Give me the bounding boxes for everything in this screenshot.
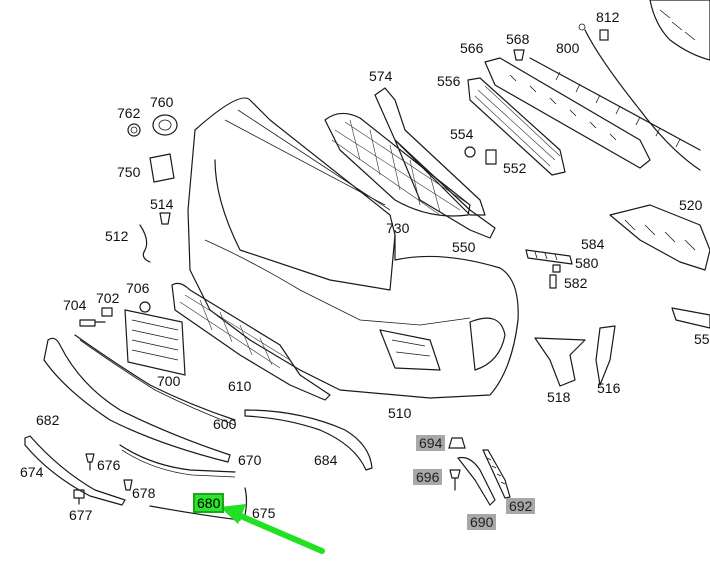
label-554: 554 [450, 126, 474, 142]
label-670: 670 [238, 452, 262, 468]
label-730: 730 [386, 220, 410, 236]
part-682-spoiler [43, 337, 231, 463]
part-554-nut [464, 146, 476, 158]
label-762: 762 [117, 105, 141, 121]
part-692-trim [482, 449, 511, 499]
part-582-bolt [549, 274, 557, 289]
label-574: 574 [369, 68, 393, 84]
label-552: 552 [503, 160, 527, 176]
label-520: 520 [679, 197, 703, 213]
part-610-lower-grille [171, 282, 331, 401]
label-677: 677 [69, 507, 93, 523]
label-690: 690 [467, 514, 497, 530]
label-680[interactable]: 680 [192, 493, 225, 513]
label-682: 682 [36, 412, 60, 428]
part-670-strip [119, 444, 236, 478]
part-518-trim [534, 337, 586, 387]
label-684: 684 [314, 452, 338, 468]
label-700: 700 [157, 373, 181, 389]
label-812: 812 [596, 9, 620, 25]
label-692: 692 [506, 498, 536, 514]
part-516-trim [595, 325, 616, 386]
label-706: 706 [126, 280, 150, 296]
label-514: 514 [150, 196, 174, 212]
label-512: 512 [105, 228, 129, 244]
part-676-bolt [85, 453, 95, 471]
part-675-strip [244, 487, 248, 516]
part-top-right-bracket [649, 0, 710, 61]
part-677-clip [73, 489, 85, 505]
part-706-clip [139, 301, 151, 313]
part-700-plate [124, 309, 186, 376]
label-566: 566 [460, 40, 484, 56]
part-568-clip [513, 49, 525, 61]
label-610: 610 [228, 378, 252, 394]
label-694: 694 [416, 435, 446, 451]
part-520-bracket [609, 204, 710, 271]
label-750: 750 [117, 164, 141, 180]
label-510: 510 [388, 405, 412, 421]
part-800-rail [529, 57, 701, 151]
label-674: 674 [20, 464, 44, 480]
label-678: 678 [132, 485, 156, 501]
part-510-bumper [187, 97, 519, 399]
part-750-module [149, 153, 175, 183]
part-600-strip [74, 334, 236, 426]
part-760-sensor [152, 114, 178, 136]
part-580-clip [552, 264, 561, 273]
part-512-wire [139, 224, 151, 263]
label-580: 580 [575, 255, 599, 271]
label-584: 584 [581, 236, 605, 252]
label-675: 675 [252, 505, 276, 521]
part-694-nut [448, 437, 466, 449]
part-674-lip [24, 435, 126, 506]
part-550-grille-panel [394, 139, 496, 239]
label-55: 55 [694, 331, 710, 347]
part-552-clip [485, 149, 497, 165]
label-676: 676 [97, 457, 121, 473]
part-696-bolt [449, 469, 461, 491]
part-584-bracket [525, 249, 573, 265]
label-800: 800 [556, 40, 580, 56]
label-600: 600 [213, 416, 237, 432]
part-704-bolt [79, 319, 106, 327]
part-812-cable [578, 23, 701, 171]
part-514-clip [159, 212, 171, 225]
label-550: 550 [452, 239, 476, 255]
part-730-grille [324, 112, 471, 217]
label-704: 704 [63, 297, 87, 313]
label-582: 582 [564, 275, 588, 291]
label-518: 518 [547, 389, 571, 405]
part-678-clip [123, 479, 133, 491]
label-516: 516 [597, 380, 621, 396]
label-696: 696 [413, 469, 443, 485]
part-702-clip [101, 307, 113, 317]
part-55x-bracket [671, 307, 710, 329]
part-680-strip [149, 505, 241, 521]
part-684-trim [244, 409, 373, 471]
highlight-arrow [220, 504, 325, 554]
label-556: 556 [437, 73, 461, 89]
part-556-frame [467, 77, 566, 176]
label-702: 702 [96, 290, 120, 306]
part-762-ring [127, 123, 141, 137]
label-760: 760 [150, 94, 174, 110]
label-568: 568 [506, 31, 530, 47]
part-566-bracket [484, 57, 651, 169]
part-690-trim [457, 456, 496, 506]
